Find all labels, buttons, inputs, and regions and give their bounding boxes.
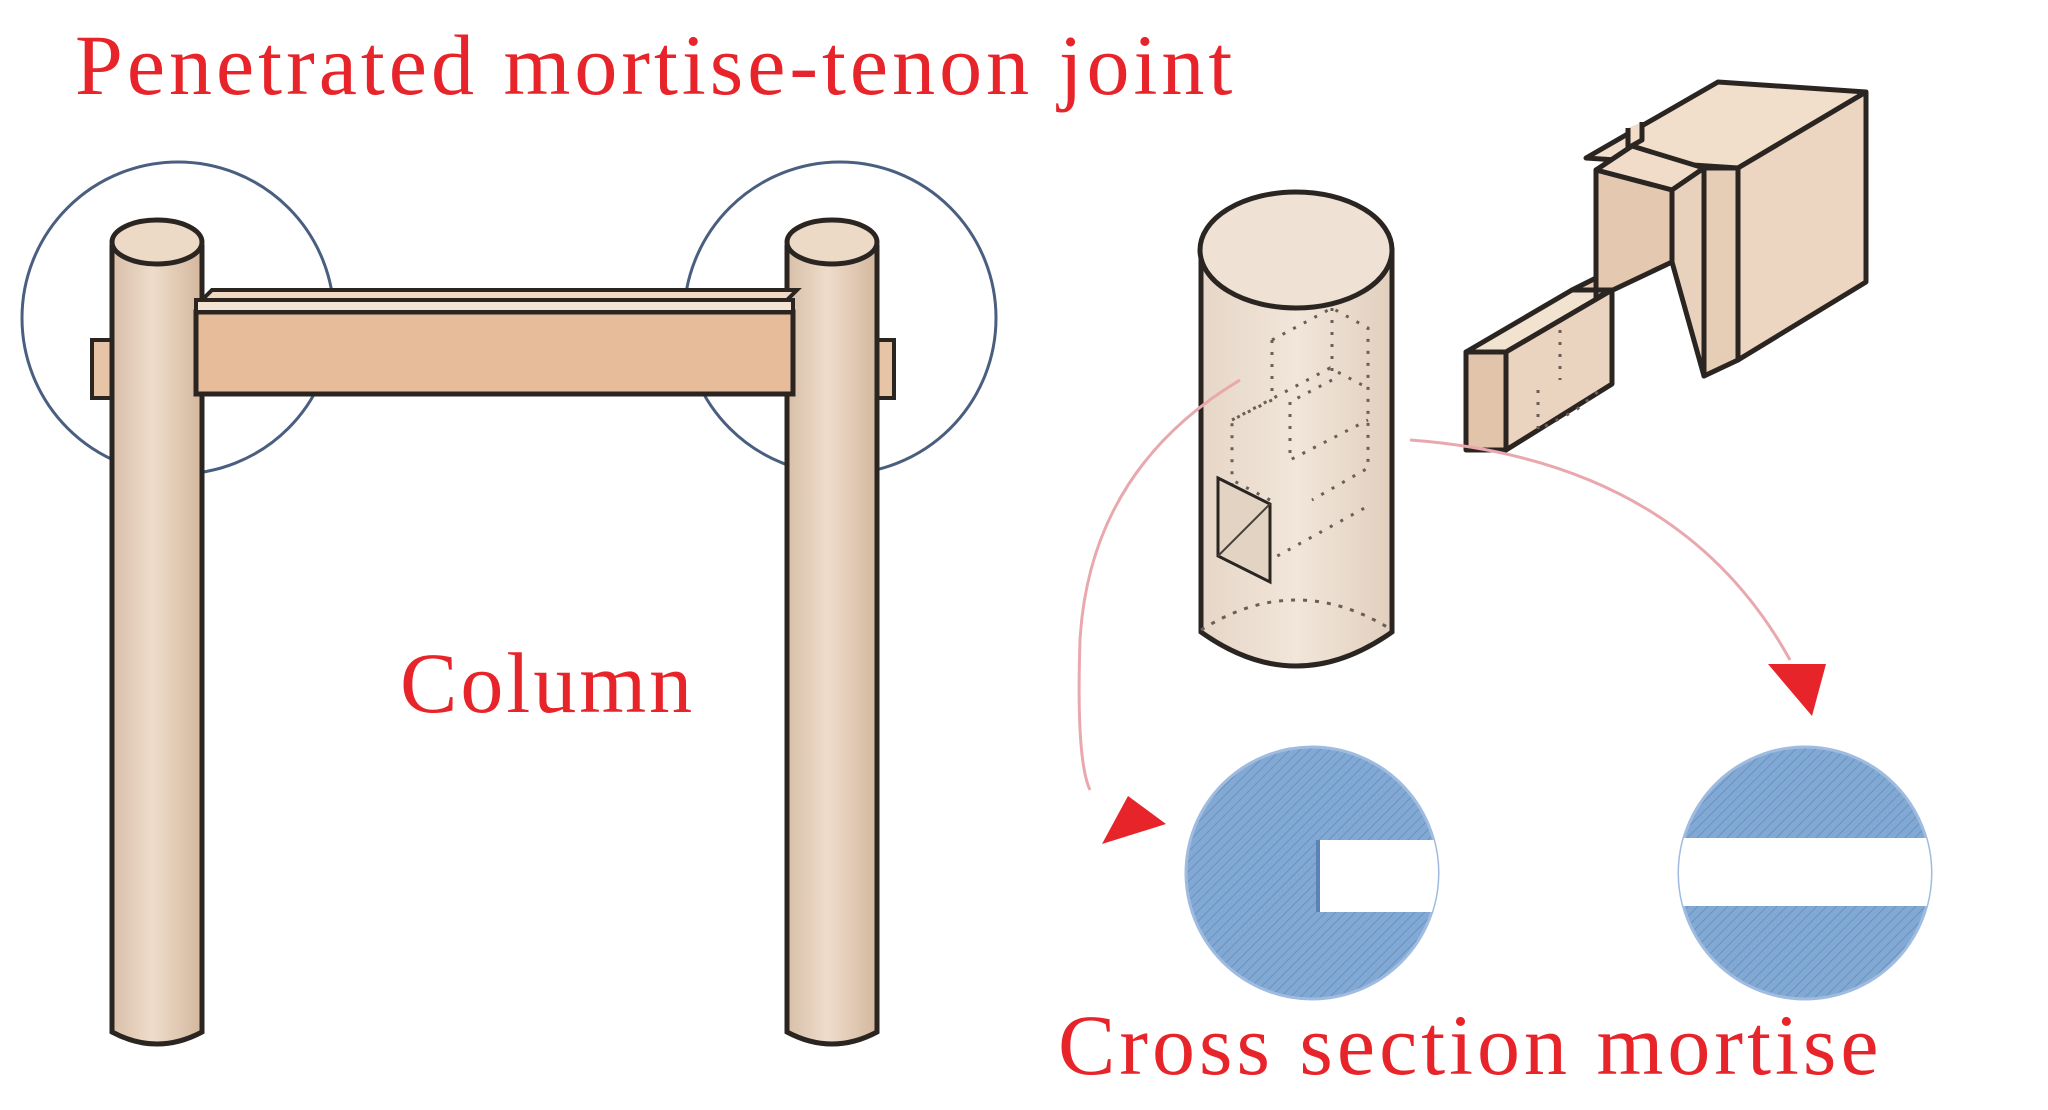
tenon-beam-block <box>1463 79 1869 453</box>
right-section-connector <box>1409 438 1792 661</box>
column-label: Column <box>400 635 696 731</box>
left-section-connector <box>1077 378 1241 791</box>
section-arrows <box>1077 378 1792 791</box>
cylinder-column-section <box>1197 189 1395 669</box>
cross-section-label: Cross section mortise <box>1058 997 1883 1093</box>
horizontal-beam <box>193 288 802 397</box>
tenon-hidden-dotted <box>1536 330 1601 433</box>
right-column <box>784 217 880 1047</box>
hidden-tenon-outline <box>1230 306 1371 562</box>
right-section-arrowhead <box>1768 664 1826 716</box>
left-section-arrowhead <box>1102 796 1166 844</box>
left-frame <box>20 160 998 1047</box>
left-column <box>109 217 205 1047</box>
cross-section-through-mortise <box>1677 745 1933 1001</box>
cross-section-side-mortise <box>1184 745 1440 1001</box>
joint-detail <box>1077 79 1933 1001</box>
title-label: Penetrated mortise-tenon joint <box>75 17 1237 113</box>
